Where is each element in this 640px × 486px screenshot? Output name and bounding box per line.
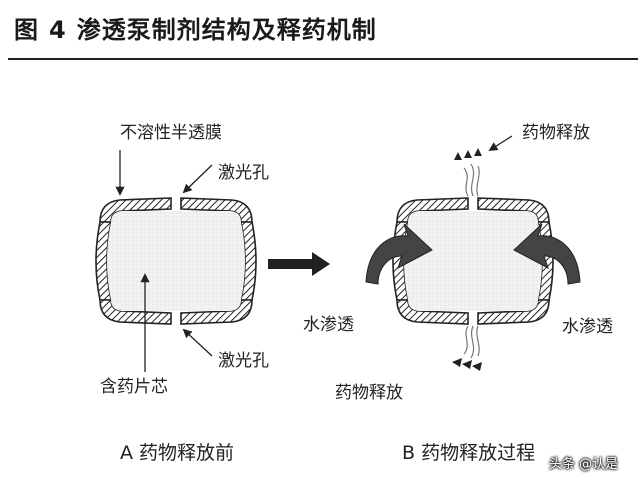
drug-release-arrowheads-top xyxy=(454,148,482,160)
title-divider xyxy=(8,58,638,60)
label-water-inflow-right: 水渗透 xyxy=(562,317,613,337)
figure-number: 4 xyxy=(49,16,67,44)
drug-release-plume-top xyxy=(463,163,480,197)
tablet-a-drug-core xyxy=(107,211,245,311)
laser-hole-bottom-pointer-arrow xyxy=(182,328,213,357)
transition-arrow xyxy=(268,252,330,276)
tablet-b xyxy=(392,197,554,325)
drug-release-arrowheads-bottom xyxy=(452,358,482,371)
water-inflow-arrow-right xyxy=(513,223,581,285)
caption-b-release-process: B 药物释放过程 xyxy=(402,442,536,464)
caption-a-before-release: A 药物释放前 xyxy=(120,442,235,464)
figure-title-prefix: 图 xyxy=(14,16,39,44)
label-laser-hole-bottom: 激光孔 xyxy=(218,351,269,371)
laser-hole-top-pointer-arrow xyxy=(182,164,213,194)
label-drug-core: 含药片芯 xyxy=(100,377,168,397)
figure-title-text: 渗透泵制剂结构及释药机制 xyxy=(76,16,377,44)
label-water-inflow-left: 水渗透 xyxy=(303,315,354,335)
tablet-b-drug-core xyxy=(404,211,542,311)
label-drug-release-bottom: 药物释放 xyxy=(335,383,403,403)
drug-release-plume-bottom xyxy=(463,325,480,359)
water-inflow-arrow-left xyxy=(365,223,433,285)
label-drug-release-top: 药物释放 xyxy=(522,123,590,143)
tablet-a xyxy=(95,197,257,325)
watermark: 头条 @认是 xyxy=(548,457,618,472)
label-semipermeable-membrane: 不溶性半透膜 xyxy=(120,123,222,143)
label-laser-hole-top: 激光孔 xyxy=(218,163,269,183)
release-top-pointer-arrow xyxy=(488,135,513,151)
